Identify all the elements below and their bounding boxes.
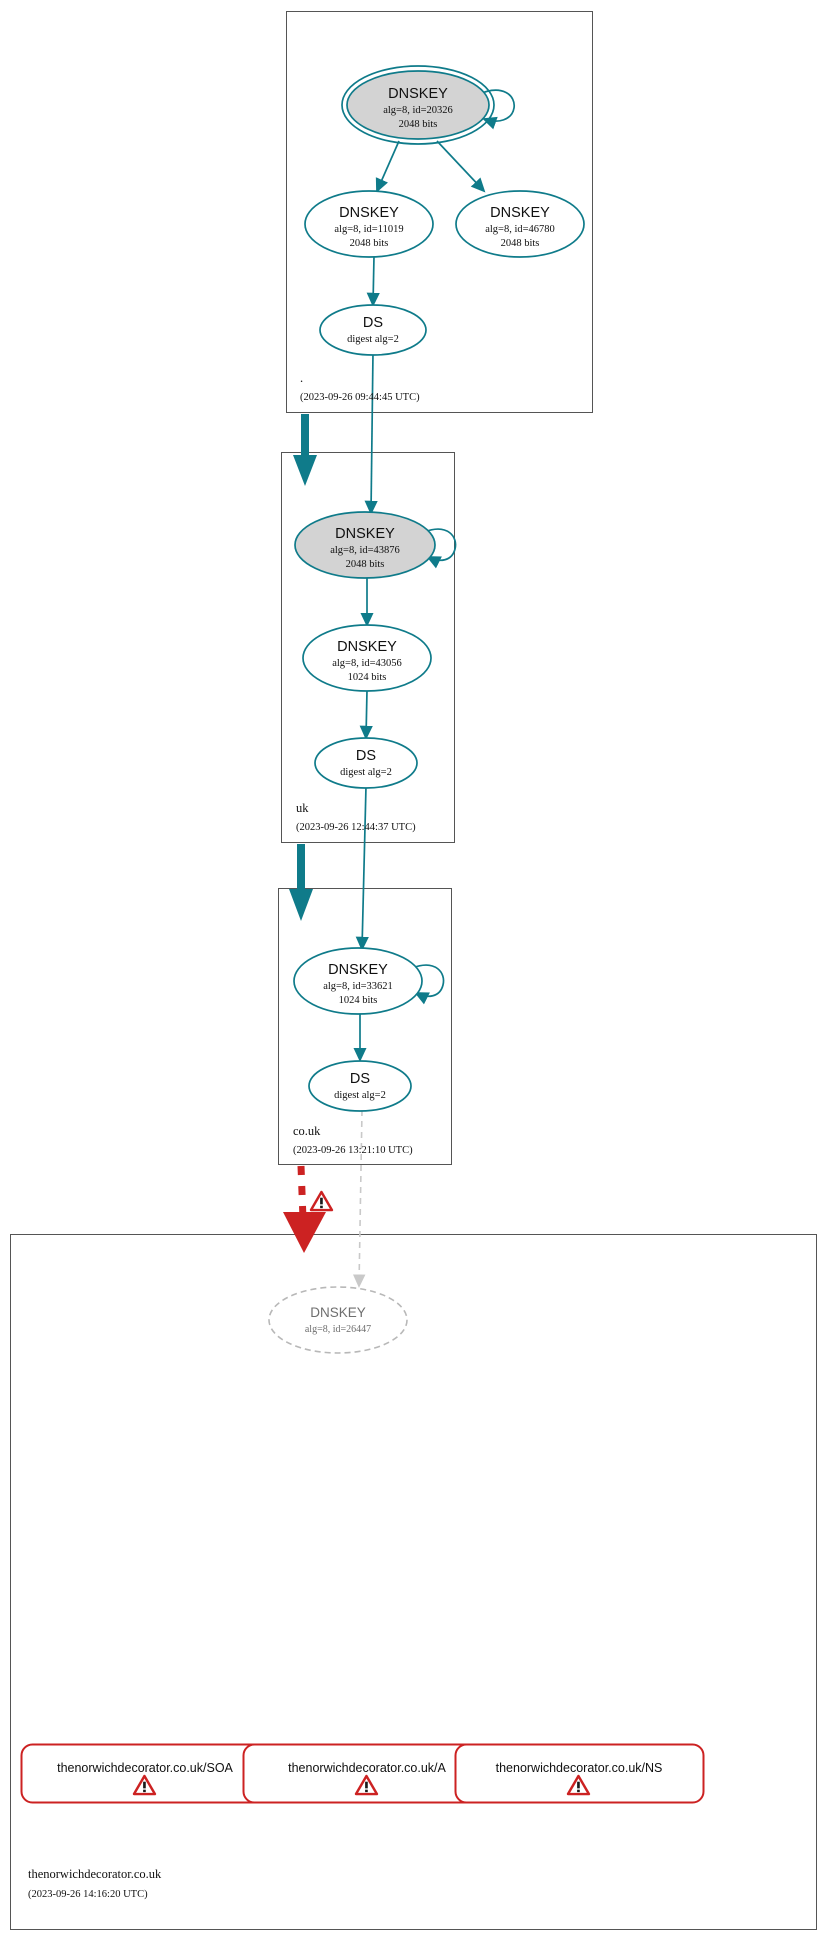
edge-root-zsk1-to-ds xyxy=(366,255,380,308)
edge-uk-zone-to-couk-zone xyxy=(289,844,313,921)
edge-couk-zone-to-leaf-zone-bogus xyxy=(283,1165,326,1253)
zone-timestamp-root: (2023-09-26 09:44:45 UTC) xyxy=(300,392,420,403)
node-label-uk-ds-title: DS xyxy=(356,748,376,764)
warning-triangle-icon-soa xyxy=(132,1774,157,1796)
zone-label-uk: uk xyxy=(296,801,309,815)
edge-root-ksk-selfloop xyxy=(476,89,515,130)
node-label-couk-ksk-title: DNSKEY xyxy=(328,962,388,978)
node-root-ds[interactable] xyxy=(319,304,427,356)
node-label-couk-ds-digest: digest alg=2 xyxy=(334,1090,386,1101)
node-label-root-ds-digest: digest alg=2 xyxy=(347,334,399,345)
node-uk-zsk-dnskey-43056[interactable] xyxy=(302,624,432,692)
node-label-root-ksk-bits: 2048 bits xyxy=(399,119,438,130)
node-label-uk-ksk-alg: alg=8, id=43876 xyxy=(330,545,400,556)
node-label-root-zsk1-alg: alg=8, id=11019 xyxy=(334,224,403,235)
node-label-uk-zsk-alg: alg=8, id=43056 xyxy=(332,658,402,669)
node-leaf-dnskey-26447[interactable] xyxy=(268,1286,408,1354)
node-label-couk-ksk-alg: alg=8, id=33621 xyxy=(323,981,393,992)
zone-box-couk xyxy=(278,888,452,1165)
edge-root-ksk-to-zsk1 xyxy=(375,140,400,193)
node-label-root-zsk2-bits: 2048 bits xyxy=(501,238,540,249)
node-label-root-zsk1-title: DNSKEY xyxy=(339,205,399,221)
edge-root-ksk-to-zsk2 xyxy=(436,140,486,193)
node-label-uk-ds-digest: digest alg=2 xyxy=(340,767,392,778)
node-label-uk-ksk-bits: 2048 bits xyxy=(346,559,385,570)
rrset-label-a: thenorwichdecorator.co.uk/A xyxy=(288,1761,446,1775)
edge-uk-ds-to-couk-ksk xyxy=(355,785,369,952)
edge-couk-ds-to-leaf-dnskey xyxy=(352,1109,366,1288)
zone-label-root: . xyxy=(300,371,303,385)
zone-timestamp-couk: (2023-09-26 13:21:10 UTC) xyxy=(293,1145,413,1156)
node-uk-ds[interactable] xyxy=(314,737,418,789)
zone-timestamp-leaf: (2023-09-26 14:16:20 UTC) xyxy=(28,1889,148,1900)
node-uk-ksk-dnskey-43876[interactable] xyxy=(294,511,436,579)
node-root-zsk-dnskey-11019[interactable] xyxy=(304,190,434,258)
node-label-leaf-dnskey-alg: alg=8, id=26447 xyxy=(305,1324,371,1335)
node-label-couk-ksk-bits: 1024 bits xyxy=(339,995,378,1006)
warning-triangle-icon-ns xyxy=(566,1774,591,1796)
node-label-root-ds-title: DS xyxy=(363,315,383,331)
node-label-root-ksk-alg: alg=8, id=20326 xyxy=(383,105,453,116)
node-label-uk-zsk-bits: 1024 bits xyxy=(348,672,387,683)
rrset-label-soa: thenorwichdecorator.co.uk/SOA xyxy=(57,1761,233,1775)
edge-uk-zsk-to-ds xyxy=(359,689,373,741)
edge-couk-ksk-selfloop xyxy=(411,964,445,1005)
rrset-label-ns: thenorwichdecorator.co.uk/NS xyxy=(496,1761,663,1775)
node-couk-ds[interactable] xyxy=(308,1060,412,1112)
zone-box-leaf xyxy=(10,1234,817,1930)
node-label-couk-ds-title: DS xyxy=(350,1071,370,1087)
zone-label-couk: co.uk xyxy=(293,1124,321,1138)
node-label-leaf-dnskey-title: DNSKEY xyxy=(310,1305,366,1320)
zone-label-leaf: thenorwichdecorator.co.uk xyxy=(28,1867,162,1881)
rrset-box-ns[interactable] xyxy=(454,1743,705,1804)
warning-triangle-icon-a xyxy=(354,1774,379,1796)
node-label-root-ksk-title: DNSKEY xyxy=(388,86,448,102)
node-label-uk-zsk-title: DNSKEY xyxy=(337,639,397,655)
zone-timestamp-uk: (2023-09-26 12:44:37 UTC) xyxy=(296,822,416,833)
edge-root-zone-to-uk-zone xyxy=(293,414,317,486)
edge-root-ds-to-uk-ksk xyxy=(364,351,378,516)
node-couk-ksk-dnskey-33621[interactable] xyxy=(293,947,423,1015)
edge-uk-ksk-selfloop xyxy=(423,528,457,569)
node-label-uk-ksk-title: DNSKEY xyxy=(335,526,395,542)
node-root-ksk-dnskey-20326[interactable] xyxy=(341,65,495,145)
node-label-root-zsk1-bits: 2048 bits xyxy=(350,238,389,249)
warning-triangle-icon-edge xyxy=(309,1190,334,1212)
node-label-root-zsk2-alg: alg=8, id=46780 xyxy=(485,224,555,235)
node-label-root-zsk2-title: DNSKEY xyxy=(490,205,550,221)
node-root-zsk-dnskey-46780[interactable] xyxy=(455,190,585,258)
